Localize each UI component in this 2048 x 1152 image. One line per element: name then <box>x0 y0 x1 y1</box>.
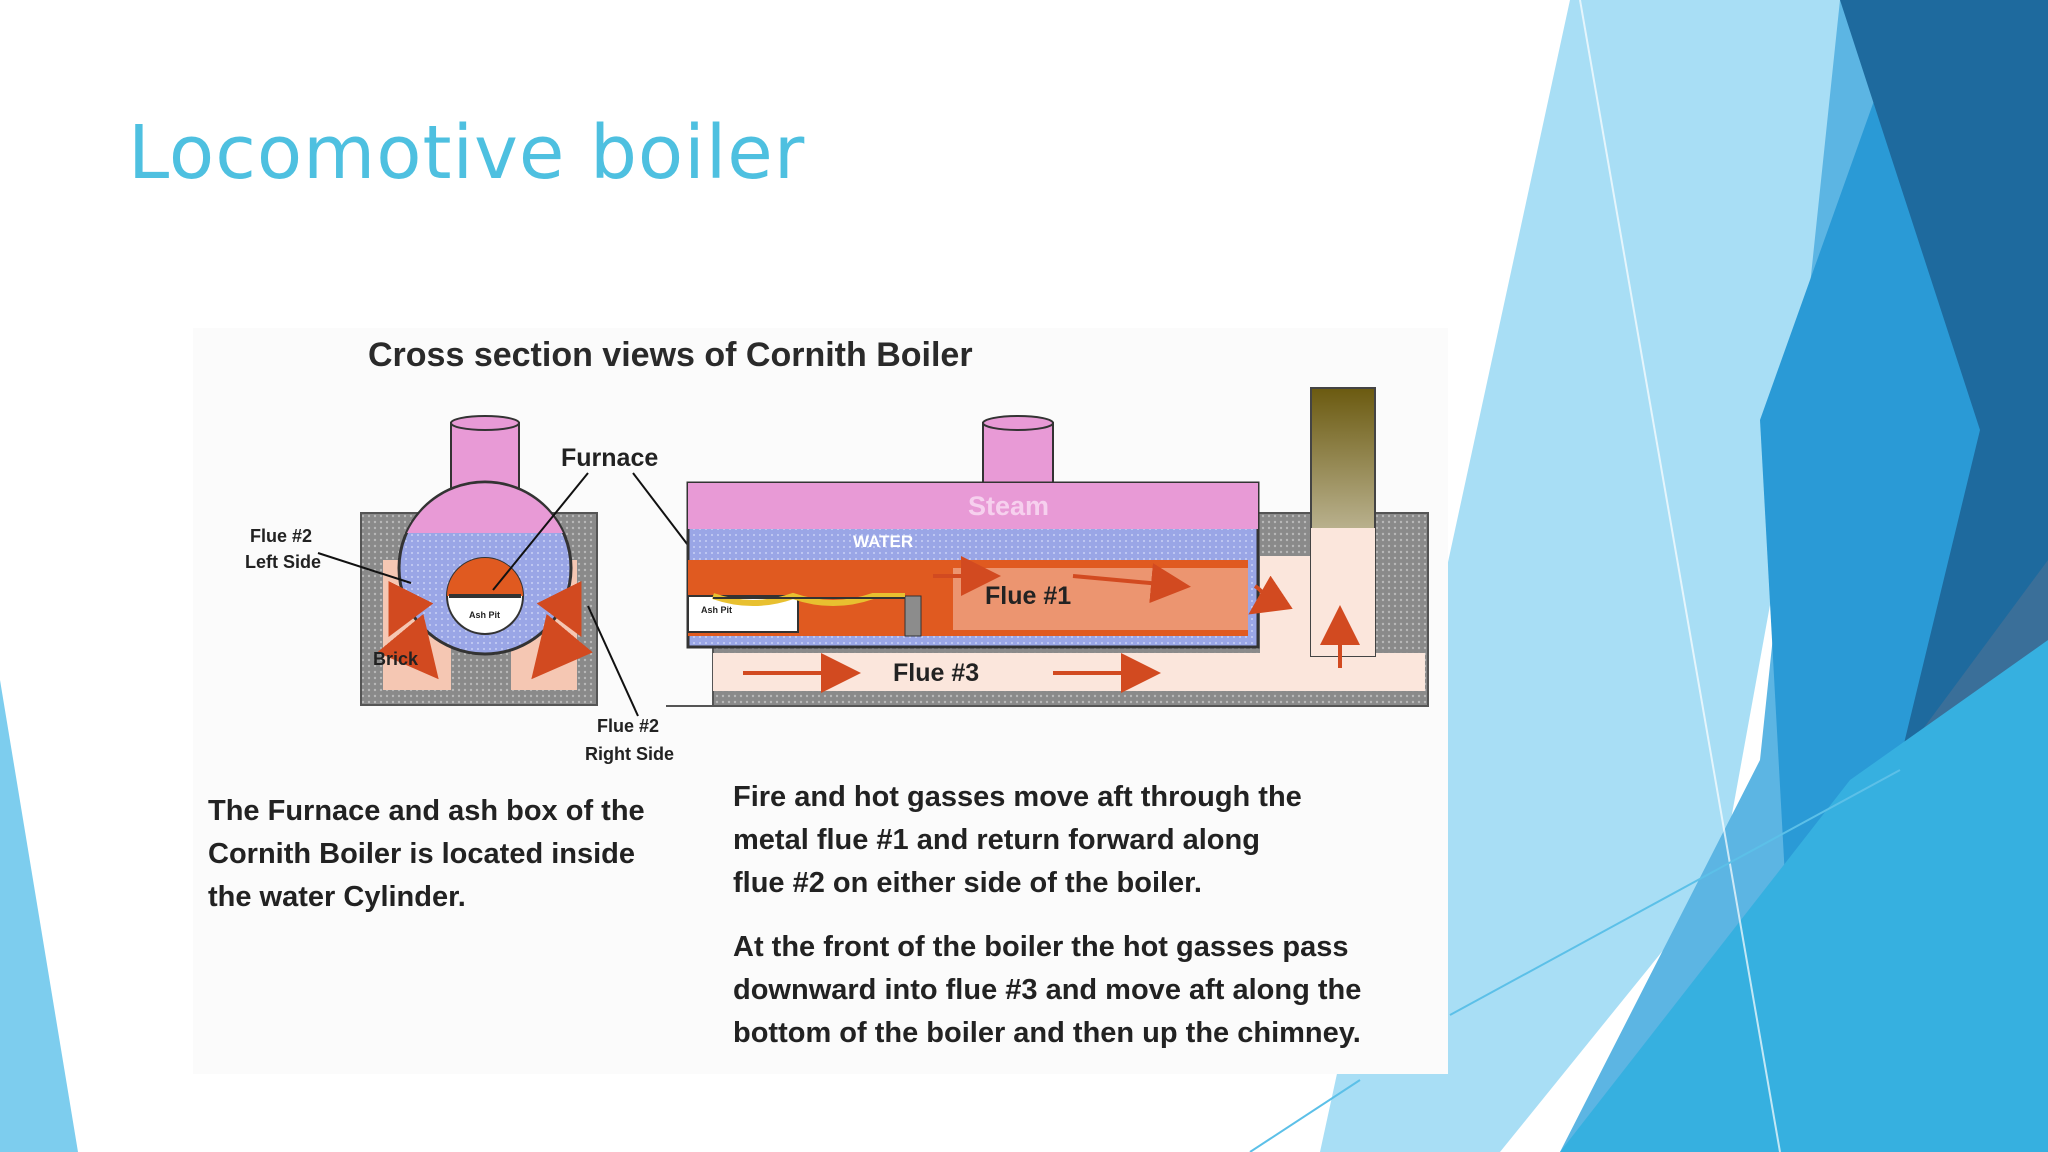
dome-side <box>982 422 1054 486</box>
water-label: WATER <box>853 532 913 551</box>
flue1-label: Flue #1 <box>985 582 1071 610</box>
furnace-fire-end <box>447 558 523 596</box>
arrow-right-gas-1 <box>531 613 593 680</box>
dome-left-top <box>450 415 520 431</box>
steam-space-side <box>688 483 1258 529</box>
steam-label: Steam <box>968 491 1049 521</box>
right-caption-line: metal flue #1 and return forward along <box>733 824 1260 856</box>
flue2-left-label-2: Left Side <box>245 552 321 572</box>
ash-pit-label-end: Ash Pit <box>469 610 500 620</box>
right-caption-1: Fire and hot gasses move aft through the… <box>733 776 1302 905</box>
arrow-left-gas-2 <box>388 581 434 637</box>
brick-label: Brick <box>373 649 419 669</box>
thin-line-1 <box>1579 0 1781 1152</box>
furnace-label: Furnace <box>561 444 658 472</box>
arrow-left-gas-1 <box>377 613 439 680</box>
right-caption-line: At the front of the boiler the hot gasse… <box>733 931 1349 963</box>
right-caption-line: Fire and hot gasses move aft through the <box>733 781 1302 813</box>
chimney-base <box>1311 528 1375 656</box>
side-section-view: Steam WATER Ash Pit Flue #1 Flue #3 <box>666 387 1429 707</box>
fire-bed <box>712 592 905 606</box>
left-caption: The Furnace and ash box of the Cornith B… <box>208 790 645 919</box>
bottom-blue-panel <box>1560 640 2048 1152</box>
left-caption-line: the water Cylinder. <box>208 881 466 913</box>
slide-title: Locomotive boiler <box>128 110 806 196</box>
right-caption-line: flue #2 on either side of the boiler. <box>733 867 1202 899</box>
flue2-left-label-1: Flue #2 <box>250 526 312 546</box>
flue1-arrow-2 <box>1072 563 1191 604</box>
end-section-view: Ash Pit Furnace Flue #2 Left Side Brick … <box>245 415 714 764</box>
steam-space-end <box>407 483 563 533</box>
right-caption-line: bottom of the boiler and then up the chi… <box>733 1017 1361 1049</box>
thin-line-3 <box>1249 1079 1361 1152</box>
flue2-right-leader <box>587 605 639 717</box>
right-light-triangle <box>1320 0 1880 1152</box>
figure-title: Cross section views of Cornith Boiler <box>368 336 973 374</box>
right-caption-2: At the front of the boiler the hot gasse… <box>733 926 1361 1055</box>
left-caption-line: Cornith Boiler is located inside <box>208 838 636 870</box>
left-edge-triangle <box>0 680 78 1152</box>
ash-pit-label-side: Ash Pit <box>701 605 732 615</box>
flue2-left-leader <box>317 552 412 584</box>
furnace-leader-1 <box>492 472 589 591</box>
dome-side-top <box>982 415 1054 431</box>
thin-line-2 <box>1449 769 1901 1016</box>
bridge-wall <box>904 595 922 637</box>
flue2-right-label-2: Right Side <box>585 744 674 764</box>
right-caption-line: downward into flue #3 and move aft along… <box>733 974 1362 1006</box>
flue3-label: Flue #3 <box>893 659 979 687</box>
flue2-right-label-1: Flue #2 <box>597 716 659 736</box>
left-caption-line: The Furnace and ash box of the <box>208 795 645 827</box>
arrow-right-gas-2 <box>536 581 582 637</box>
boiler-figure: Cross section views of Cornith Boiler <box>193 328 1448 1074</box>
boiler-diagram: Ash Pit Furnace Flue #2 Left Side Brick … <box>245 387 1429 764</box>
return-arrow <box>1248 575 1293 615</box>
